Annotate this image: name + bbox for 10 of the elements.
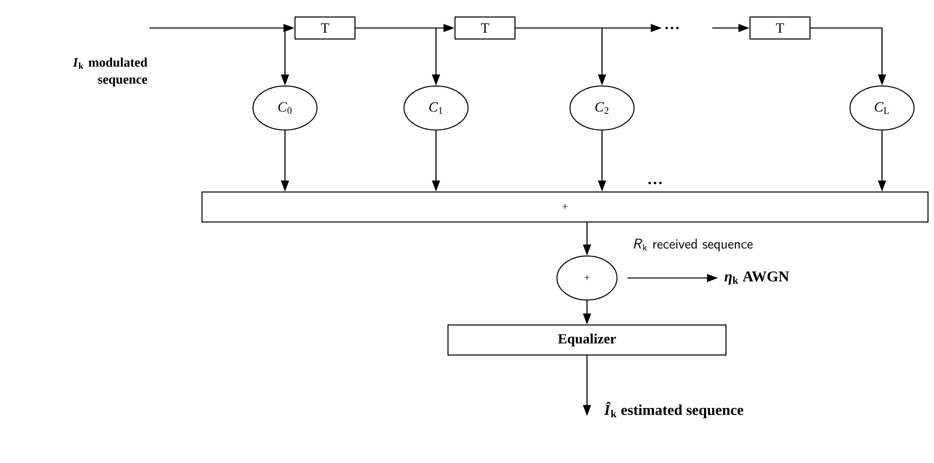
delay-box: T [454, 16, 516, 40]
ellipsis: … [665, 26, 679, 30]
input-label: I$_{k}$ modulated sequence [72, 58, 148, 86]
delay-box: T [294, 16, 356, 40]
delay-box: T [750, 16, 810, 40]
output-label: Î$_{k}$ estimated sequence [604, 402, 744, 418]
equalizer-box: Equalizer [448, 324, 726, 356]
summer-bar: + [202, 192, 928, 222]
edge-label: R$_{k}$ received sequence [634, 238, 753, 252]
noise-label: η$_{k}$ AWGN [724, 271, 790, 285]
